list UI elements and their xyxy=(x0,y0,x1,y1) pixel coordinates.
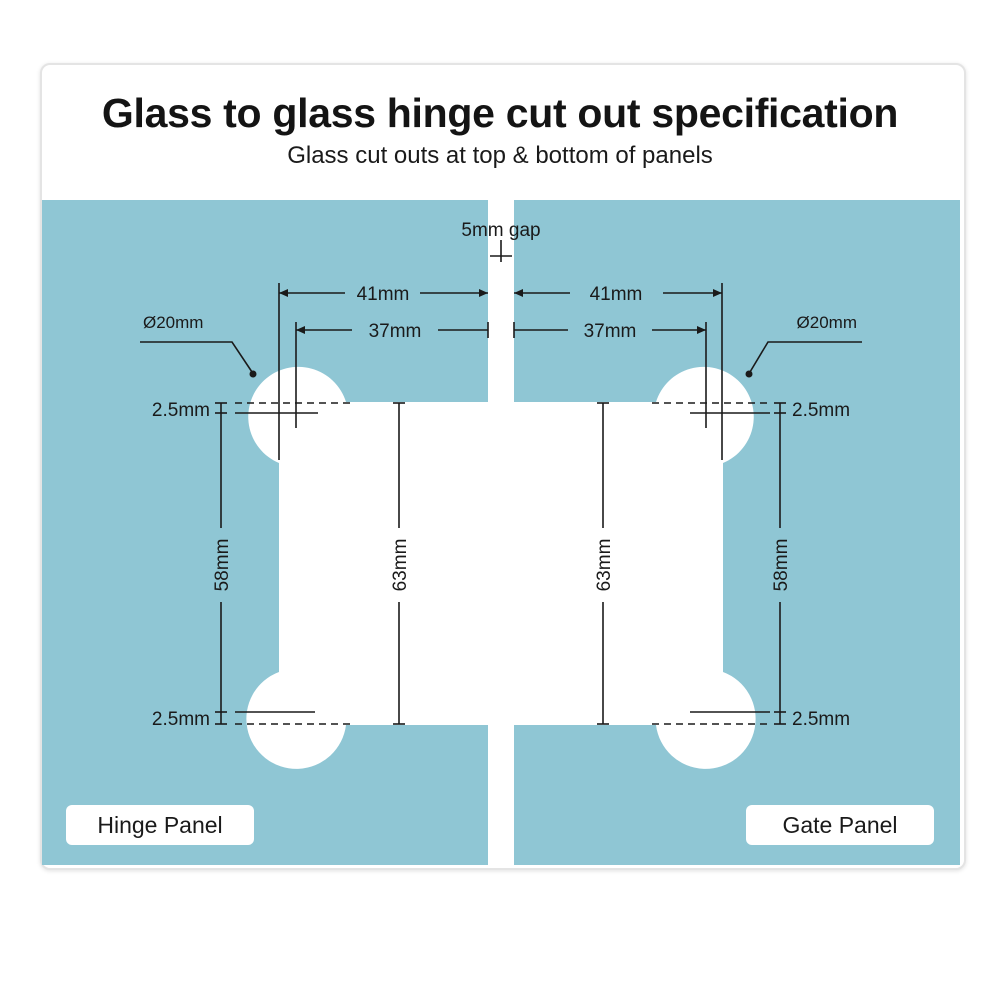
hinge-41-arrow-left xyxy=(279,289,288,297)
hinge-37-arrow-left xyxy=(296,326,305,334)
gate-41-label: 41mm xyxy=(590,284,643,305)
hinge-diameter-leader xyxy=(140,341,253,373)
gap-label: 5mm gap xyxy=(461,220,540,241)
gate-diameter-leader xyxy=(749,341,862,373)
gate-37-arrow-right xyxy=(697,326,706,334)
hinge-58-label: 58mm xyxy=(212,539,233,592)
gate-58-label: 58mm xyxy=(771,539,792,592)
hinge-top-offset-label: 2.5mm xyxy=(152,400,210,421)
gate-41-arrow-right xyxy=(713,289,722,297)
page-subtitle: Glass cut outs at top & bottom of panels xyxy=(287,142,713,169)
gate-diameter-dot xyxy=(745,370,753,378)
hinge-41-arrow-right xyxy=(479,289,488,297)
hinge-panel-label: Hinge Panel xyxy=(66,805,254,845)
hinge-bottom-offset-label: 2.5mm xyxy=(152,709,210,730)
hinge-diameter-label: Ø20mm xyxy=(143,313,203,332)
gate-63-label: 63mm xyxy=(594,539,615,592)
hinge-panel-cutout xyxy=(246,366,488,769)
hinge-diameter-dot xyxy=(249,370,257,378)
gate-panel-label: Gate Panel xyxy=(746,805,934,845)
gate-41-arrow-left xyxy=(514,289,523,297)
hinge-37-label: 37mm xyxy=(369,321,422,342)
page-title: Glass to glass hinge cut out specificati… xyxy=(101,90,899,136)
gate-panel-cutout xyxy=(514,366,756,769)
gate-37-label: 37mm xyxy=(584,321,637,342)
gate-diameter-label: Ø20mm xyxy=(797,313,857,332)
hinge-63-label: 63mm xyxy=(390,539,411,592)
gate-top-offset-label: 2.5mm xyxy=(792,400,850,421)
hinge-41-label: 41mm xyxy=(357,284,410,305)
gate-bottom-offset-label: 2.5mm xyxy=(792,709,850,730)
